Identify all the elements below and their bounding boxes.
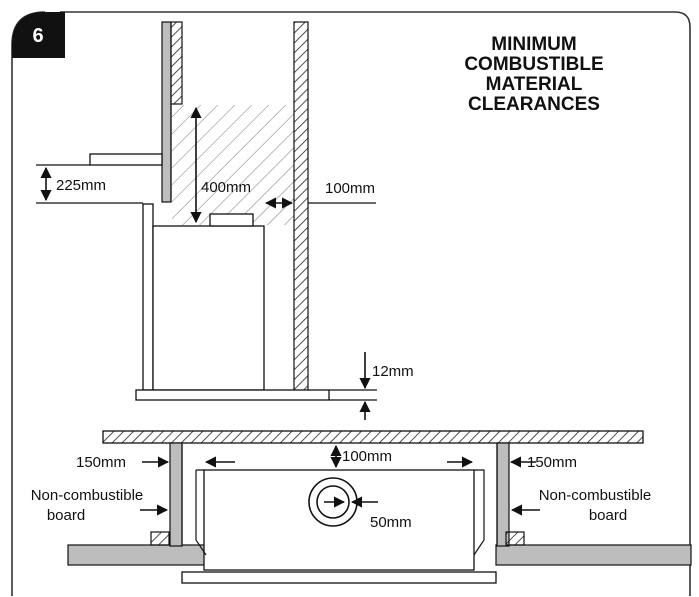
hearth (135, 389, 330, 401)
dim-hearth-label: 12mm (372, 363, 414, 380)
right-wall (293, 21, 309, 393)
title-line-3: MATERIAL (486, 74, 583, 95)
dim-left-label: 150mm (76, 454, 126, 471)
title-line-2: COMBUSTIBLE (464, 54, 603, 75)
floor-right (495, 544, 692, 566)
right-board (496, 442, 510, 547)
left-block (150, 531, 170, 546)
diagram-title: MINIMUM COMBUSTIBLE MATERIAL CLEARANCES (464, 34, 603, 115)
dim-flue-label: 50mm (370, 514, 412, 531)
left-board (169, 442, 183, 547)
dim-right-label: 150mm (527, 454, 577, 471)
board-right-label-1: Non-combustible (539, 487, 652, 504)
dim-height-label: 400mm (201, 179, 251, 196)
dim-shelf-label: 225mm (56, 177, 106, 194)
side-elevation-view: 225mm 400mm 100mm 12mm (36, 21, 414, 420)
board-left-label-2: board (47, 507, 85, 524)
left-wall-board (161, 21, 172, 203)
appliance-outer (142, 203, 154, 391)
figure-number: 6 (32, 25, 43, 47)
left-wall (170, 21, 183, 105)
board-right-label-2: board (589, 507, 627, 524)
mantel-shelf (89, 153, 163, 166)
title-line-1: MINIMUM (491, 34, 576, 55)
top-board (102, 430, 644, 444)
right-block (505, 531, 525, 546)
dim-top-label: 100mm (342, 448, 392, 465)
floor-left (67, 544, 207, 566)
title-line-4: CLEARANCES (468, 94, 600, 115)
clearance-zone (172, 105, 294, 225)
appliance-body (152, 225, 265, 391)
plan-view: 50mm 100mm 150mm 150mm Non-combustible b… (31, 430, 692, 584)
dim-side-label: 100mm (325, 180, 375, 197)
appliance-plinth (181, 571, 497, 584)
figure-badge: 6 (12, 12, 65, 58)
appliance-top (209, 213, 254, 227)
board-left-label-1: Non-combustible (31, 487, 144, 504)
